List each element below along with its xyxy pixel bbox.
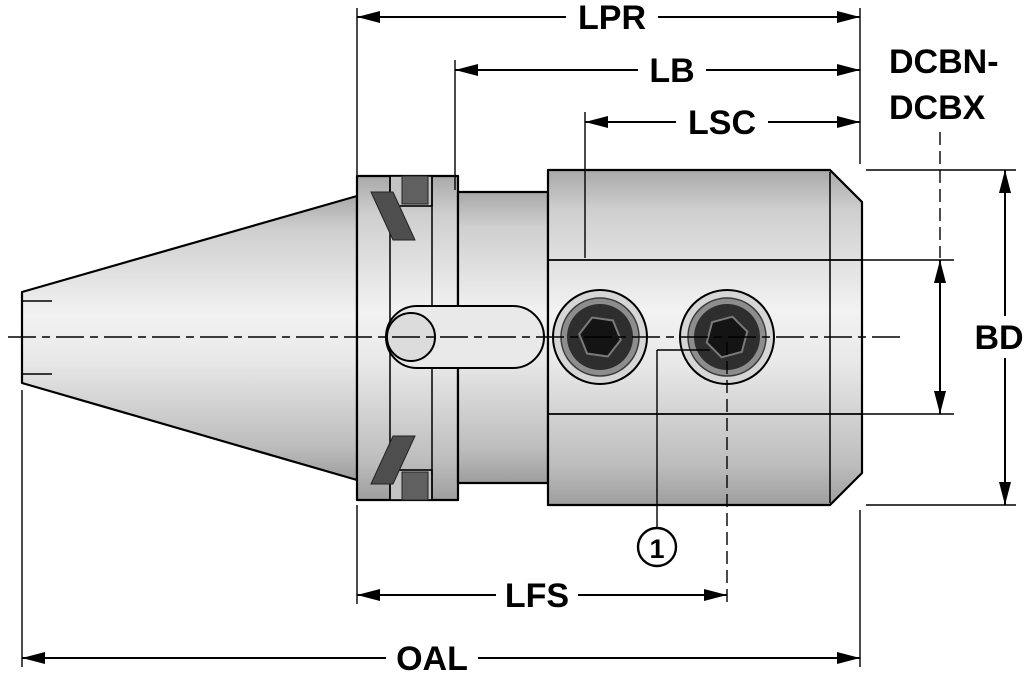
dim-label-dcb-lower: DCBX bbox=[889, 89, 986, 127]
dim-label-oal: OAL bbox=[396, 640, 468, 673]
dim-lfs: LFS bbox=[356, 342, 728, 615]
dim-label-bd: BD bbox=[974, 319, 1023, 357]
label-bg bbox=[968, 320, 1024, 354]
tool-holder bbox=[8, 168, 906, 507]
label-bg bbox=[638, 55, 706, 85]
drive-slot-wedge-top bbox=[370, 191, 416, 241]
orientation-notch-top bbox=[401, 175, 429, 205]
callout-1: 1 bbox=[636, 349, 710, 568]
dim-lsc: LSC bbox=[584, 104, 860, 258]
dim-label-lfs: LFS bbox=[505, 577, 569, 615]
hex-socket-icon bbox=[705, 315, 749, 359]
callout-circle-icon bbox=[636, 526, 678, 568]
dim-label-lb: LB bbox=[649, 52, 694, 90]
label-bg bbox=[496, 580, 578, 610]
dim-lpr: LPR bbox=[356, 0, 861, 194]
drive-slot-wedge-bottom bbox=[370, 435, 416, 485]
dim-dcbn-dcbx: DCBN- DCBX bbox=[862, 43, 999, 415]
dim-bd: BD bbox=[866, 169, 1024, 506]
dim-label-dcb-upper: DCBN- bbox=[889, 43, 999, 81]
label-bg bbox=[386, 643, 478, 673]
orientation-notch-bottom bbox=[401, 471, 429, 501]
dim-label-lsc: LSC bbox=[688, 104, 756, 142]
dim-label-lpr: LPR bbox=[578, 0, 646, 37]
dim-lb: LB bbox=[454, 52, 860, 190]
taper-shank bbox=[20, 194, 359, 482]
callout-number: 1 bbox=[649, 534, 664, 564]
dim-oal: OAL bbox=[21, 390, 861, 673]
label-bg bbox=[566, 2, 658, 32]
label-bg bbox=[676, 107, 768, 137]
set-screw-2 bbox=[679, 289, 775, 385]
